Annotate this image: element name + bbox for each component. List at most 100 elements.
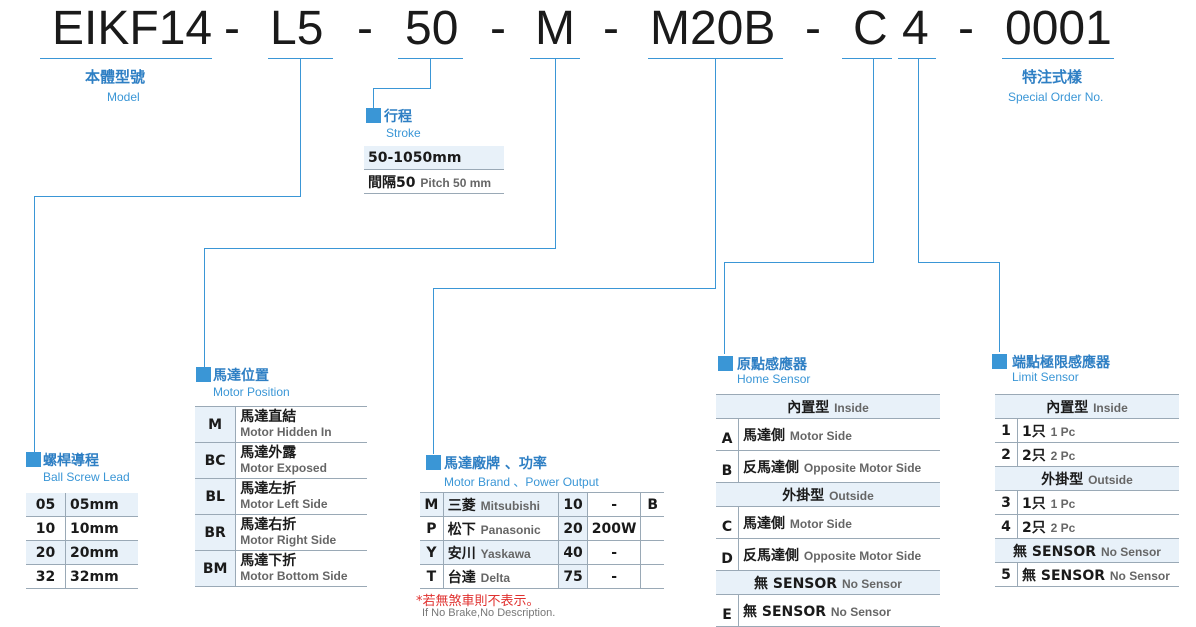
connector-line [724,262,725,354]
position-zh: 馬達直結 [240,409,297,425]
limit-en: 1 Pc [1050,496,1076,511]
position-en: Motor Right Side [240,533,337,547]
section-marker-icon [196,367,211,382]
brand-title-en: Motor Brand 、Power Output [444,475,599,489]
table-row: M 三菱 Mitsubishi 10 - B [420,492,664,517]
table-row: 內置型 Inside [995,394,1179,419]
model-label-en: Model [107,90,140,104]
connector-line [433,288,434,454]
connector-line [918,58,919,262]
power-value: - [587,540,642,565]
home-code: B [716,450,739,483]
brand-zh: 台達 [447,569,476,586]
home-outside-zh: 外掛型 [782,487,825,504]
brand-title: 馬達廠牌 、功率 [444,456,547,472]
code-separator: - [224,2,240,55]
connector-line [724,262,874,263]
home-code: C [716,506,739,539]
home-none-en: No Sensor [841,576,902,591]
lead-value: 10mm [65,516,138,541]
home-zh: 無 SENSOR [743,603,827,620]
limit-none-en: No Sensor [1100,544,1161,559]
stroke-table: 50-1050mm 間隔50 Pitch 50 mm [364,146,504,194]
limit-code: 5 [995,562,1018,587]
limit-none-zh: 無 SENSOR [1013,543,1097,560]
home-zh: 馬達側 [743,515,785,532]
home-inside-en: Inside [834,400,869,415]
home-en: Motor Side [789,516,852,531]
home-en: Opposite Motor Side [803,548,922,563]
underline [898,58,936,59]
section-marker-icon [718,356,733,371]
connector-line [999,262,1000,352]
connector-line [430,58,431,88]
brake-code [640,516,664,541]
limit-inside-zh: 內置型 [1046,399,1089,416]
lead-title-en: Ball Screw Lead [43,470,130,484]
table-row: 外掛型 Outside [716,482,940,507]
limit-title-en: Limit Sensor [1012,370,1079,384]
connector-line [715,58,716,288]
connector-line [555,58,556,248]
brake-code: B [640,492,664,517]
power-value: - [587,492,642,517]
lead-code: 32 [26,564,67,589]
limit-code: 3 [995,490,1018,515]
brand-en: Delta [480,570,510,585]
power-value: - [587,564,642,589]
code-lead: L5 [270,2,324,55]
connector-line [204,248,556,249]
stroke-pitch-zh: 間隔50 [368,174,416,191]
home-zh: 馬達側 [743,427,785,444]
brake-code [640,564,664,589]
brand-en: Panasonic [480,522,541,537]
position-en: Motor Bottom Side [240,569,348,583]
brand-code: M [420,492,444,517]
connector-line [34,196,35,454]
table-row: Y 安川 Yaskawa 40 - [420,540,664,565]
section-marker-icon [366,108,381,123]
code-separator: - [357,2,373,55]
limit-code: 2 [995,442,1018,467]
brand-code: Y [420,540,444,565]
table-row: 無 SENSOR No Sensor [716,570,940,595]
home-title: 原點感應器 [737,357,807,373]
home-zh: 反馬達側 [743,459,799,476]
position-zh: 馬達下折 [240,553,297,569]
brand-table: M 三菱 Mitsubishi 10 - B P 松下 Panasonic 20… [420,492,664,589]
stroke-title-zh: 行程 [384,109,412,125]
stroke-pitch: 間隔50 Pitch 50 mm [364,169,504,194]
lead-code: 10 [26,516,67,541]
brand-en: Mitsubishi [480,498,540,513]
connector-line [873,58,874,262]
lead-value: 20mm [65,540,138,565]
limit-zh: 1只 [1022,423,1046,440]
home-none-zh: 無 SENSOR [754,575,838,592]
limit-zh: 2只 [1022,519,1046,536]
limit-zh: 無 SENSOR [1022,567,1106,584]
lead-value: 05mm [65,493,138,517]
table-row: 內置型 Inside [716,394,940,419]
brand-zh: 三菱 [447,497,476,514]
model-label: 本體型號 [85,68,146,86]
limit-outside-en: Outside [1088,472,1133,487]
table-row: T 台達 Delta 75 - [420,564,664,589]
power-code: 40 [558,540,588,565]
connector-line [34,196,301,197]
home-en: Motor Side [789,428,852,443]
home-code: A [716,418,739,451]
code-position: M [535,2,575,55]
brake-note: *若無煞車則不表示。 [416,594,540,609]
